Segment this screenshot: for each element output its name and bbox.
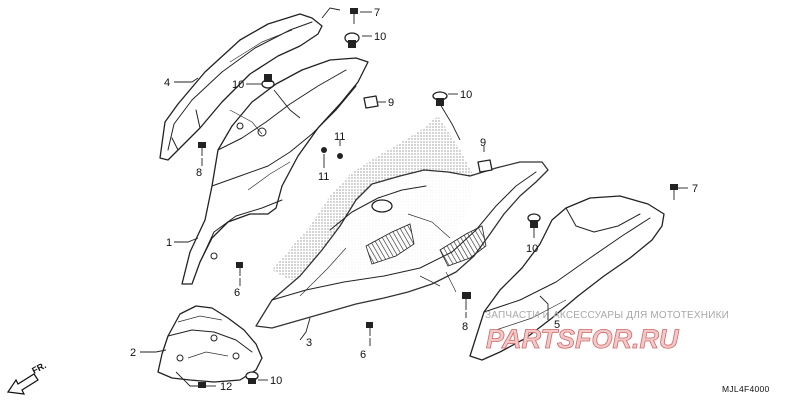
- callout-8-left: 8: [196, 167, 202, 179]
- clip-10-top: [344, 32, 360, 48]
- bolt-8-left: [198, 142, 206, 156]
- callout-11-a: 11: [318, 171, 329, 183]
- callout-2: 2: [130, 347, 136, 359]
- watermark-logo: PARTSFOR.RU: [486, 324, 680, 354]
- callout-10-right: 10: [460, 89, 472, 101]
- clip-10-side: [527, 213, 541, 228]
- callout-10-top: 10: [374, 31, 386, 43]
- watermark-tagline: ЗАПЧАСТИ И АКСЕССУАРЫ ДЛЯ МОТОТЕХНИКИ: [485, 310, 729, 321]
- callout-11-b: 11: [334, 131, 345, 143]
- screw-11-b: [337, 153, 343, 159]
- callout-9-right: 9: [480, 137, 486, 149]
- callout-labels: 1 2 3 4 5 6 6 7 7 8 8 9 9 10 10 10 10 10…: [130, 7, 698, 393]
- bolt-7-right: [670, 184, 678, 200]
- callout-6-left: 6: [234, 287, 240, 299]
- callout-12: 12: [220, 381, 232, 393]
- part-1-inner-panel: [181, 57, 369, 285]
- clip-10-mid: [261, 74, 275, 89]
- callout-10-mid: 10: [232, 79, 244, 91]
- bolt-8-center: [462, 292, 471, 310]
- nut-9-top: [363, 95, 379, 109]
- part-5-side-cover: [469, 195, 665, 361]
- callout-6-bottom: 6: [360, 349, 366, 361]
- clip-10-bottom: [245, 371, 259, 384]
- callout-7-top: 7: [374, 7, 380, 19]
- fasteners: [198, 8, 678, 388]
- callout-9-top: 9: [388, 97, 394, 109]
- callout-5: 5: [554, 319, 560, 331]
- front-direction-arrow: FR.: [6, 360, 48, 395]
- callout-10-bottom: 10: [270, 375, 282, 387]
- callout-8-center: 8: [462, 321, 468, 333]
- bolt-6-bottom: [366, 322, 373, 336]
- part-3-center-cover: [255, 116, 549, 329]
- diagram-code: MJL4F4000: [722, 384, 770, 394]
- bolt-6-left: [236, 262, 243, 276]
- clip-10-right: [432, 91, 448, 106]
- screw-11-a: [321, 147, 327, 153]
- part-2-bracket: [157, 305, 263, 383]
- nut-9-right: [477, 159, 493, 173]
- screw-12: [198, 382, 206, 388]
- callout-4: 4: [164, 77, 170, 89]
- callout-7-right: 7: [692, 183, 698, 195]
- callout-1: 1: [166, 237, 172, 249]
- bolt-7-top: [350, 8, 358, 24]
- watermark: ЗАПЧАСТИ И АКСЕССУАРЫ ДЛЯ МОТОТЕХНИКИ PA…: [485, 310, 729, 354]
- part-4-upper-cover: [159, 13, 323, 161]
- leader-lines: [140, 7, 688, 387]
- callout-3: 3: [306, 337, 312, 349]
- callout-10-side: 10: [526, 243, 538, 255]
- direction-label: FR.: [30, 360, 47, 376]
